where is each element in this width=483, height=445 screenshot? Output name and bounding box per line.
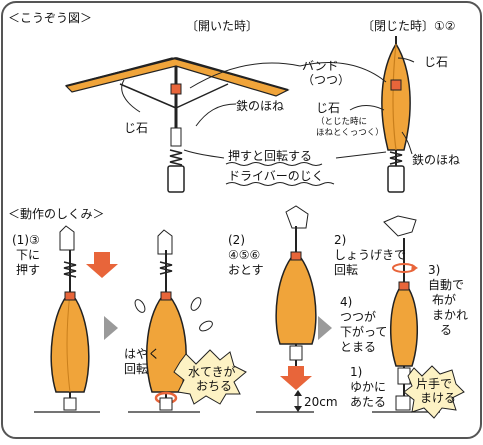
scene-fast-spin: [134, 229, 247, 411]
open-handle: [167, 165, 185, 193]
open-umbrella-illustration: [64, 57, 290, 193]
wavy-underline-1: [225, 162, 323, 166]
step1-line2: 下に: [16, 248, 40, 262]
auto-wrap-line4: まかれ: [432, 308, 468, 322]
tube-line4: とまる: [340, 340, 376, 354]
height-label: 20cm: [304, 395, 338, 409]
auto-wrap-line5: る: [440, 323, 452, 337]
closed-umbrella-illustration: [381, 36, 411, 193]
magnet-label-open: じ石: [124, 121, 148, 135]
structure-heading: ＜こうぞう図＞: [8, 11, 92, 25]
magnet-note-line1: （とじた時に: [316, 116, 367, 127]
water-drip-burst: [173, 349, 247, 405]
auto-wrap-line1: 3): [428, 263, 440, 277]
one-hand-line1: 片手で: [416, 377, 452, 391]
scene-drop: [275, 205, 317, 412]
step1-line1: (1)③: [12, 233, 40, 247]
tube-line1: 4): [340, 295, 352, 309]
magnet-note-line2: ほねとくっつく）: [316, 127, 384, 138]
impact-line3: 回転: [334, 263, 358, 277]
push-down-arrow: [86, 252, 118, 278]
wavy-underline-2: [225, 182, 335, 186]
driver-shaft-label: ドライバーのじく: [228, 169, 324, 183]
land-line2: ゆかに: [350, 380, 386, 394]
auto-wrap-line3: 布が: [432, 292, 456, 307]
tube-line3: 下がって: [340, 324, 387, 339]
mechanism-heading: ＜動作のしくみ＞: [8, 207, 104, 221]
drop-arrow: [280, 366, 312, 390]
magnet-label-center: じ石: [316, 101, 340, 115]
magnet-label-closed: じ石: [424, 55, 448, 69]
open-spring: [169, 149, 183, 166]
band-label: バンド: [302, 59, 339, 73]
land-line3: あたる: [350, 395, 386, 409]
step2-line1: (2): [228, 233, 245, 247]
one-hand-burst: [403, 365, 465, 419]
step2-line2: ④⑤⑥: [228, 248, 260, 262]
band-sub-label: （つつ）: [302, 73, 350, 87]
one-hand-line2: まける: [420, 391, 456, 405]
tube-line2: つつが: [340, 309, 376, 324]
scene-auto-wrap: [383, 215, 465, 419]
step1-line3: 押す: [16, 263, 40, 277]
impact-line2: しょうげきで: [334, 248, 406, 262]
water-drop-line2: おちる: [196, 379, 232, 393]
iron-rib-label-closed: 鉄のほね: [412, 152, 460, 167]
closed-band-tube: [390, 79, 402, 91]
fast-spin-line1: はやく: [124, 347, 160, 361]
water-drop-line1: 水てきが: [188, 364, 236, 379]
push-rotate-label: 押すと回転する: [228, 149, 312, 163]
step2-line3: おとす: [228, 263, 264, 277]
auto-wrap-line2: 自動で: [428, 278, 464, 292]
land-line1: 1): [350, 365, 362, 379]
open-band-tube: [170, 83, 182, 95]
fast-spin-line2: 回転: [124, 362, 148, 376]
open-state-label: 〔開いた時〕: [186, 19, 258, 33]
impact-line1: 2): [334, 233, 346, 247]
iron-rib-label: 鉄のほね: [236, 98, 284, 113]
scene-push-down: [50, 225, 118, 411]
step-chevron-2: [318, 316, 332, 340]
closed-state-label: 〔閉じた時〕①②: [362, 19, 456, 33]
step-chevron-1: [104, 316, 118, 340]
